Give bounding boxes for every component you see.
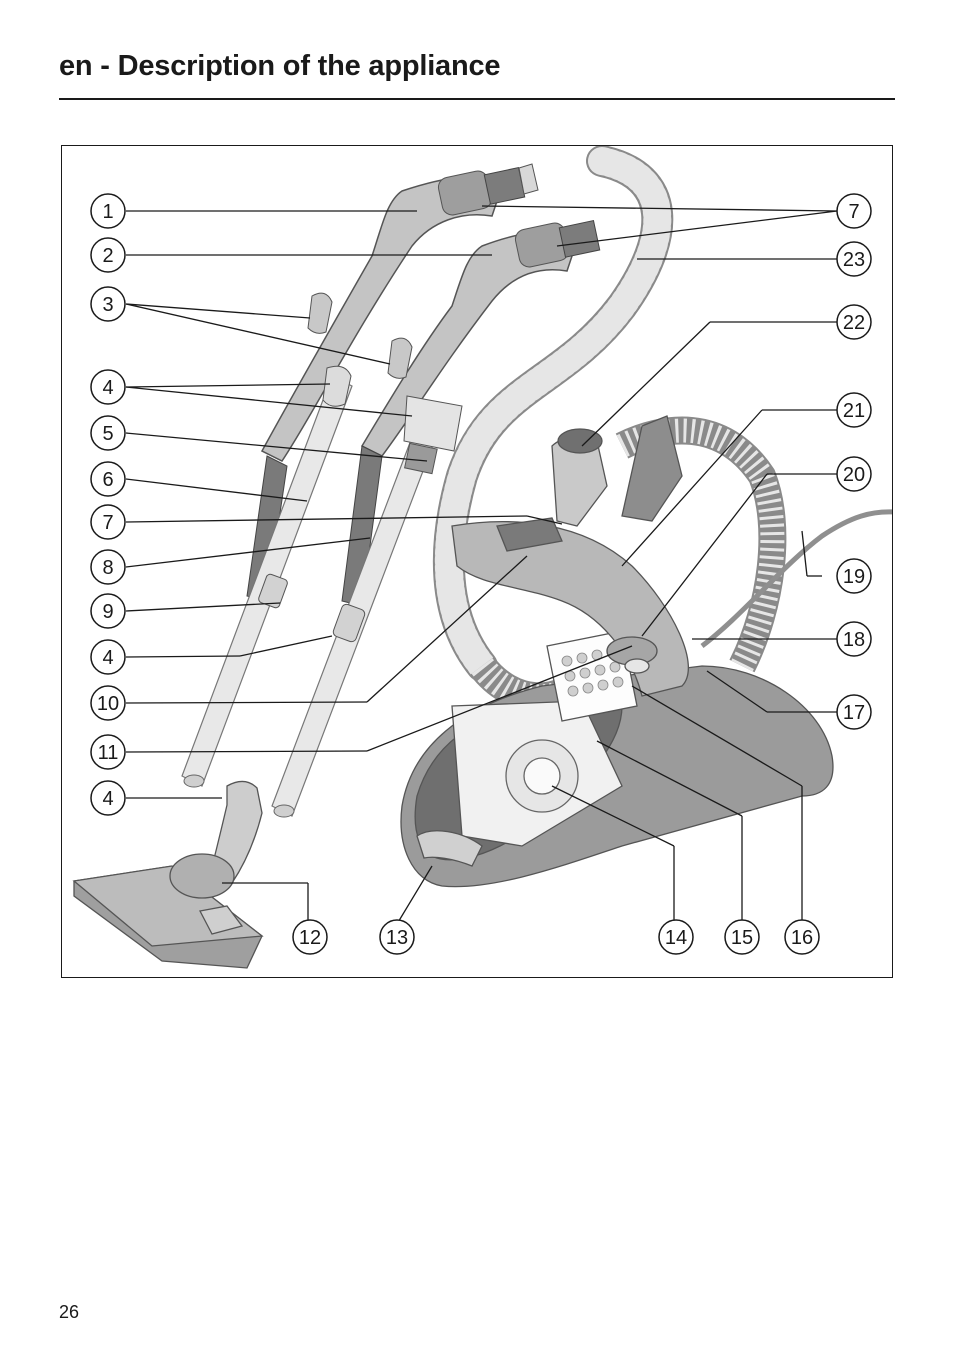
callout-17: 17	[836, 694, 872, 730]
callout-11: 11	[90, 734, 126, 770]
svg-text:5: 5	[102, 423, 113, 445]
svg-text:4: 4	[102, 377, 113, 399]
callout-21: 21	[836, 392, 872, 428]
svg-text:23: 23	[843, 249, 865, 271]
suction-hose-23	[432, 146, 674, 682]
leader-lines	[125, 205, 838, 925]
appliance-figure: 1 2 3 4 5 6 7	[61, 145, 893, 978]
svg-text:12: 12	[299, 927, 321, 949]
page-number: 26	[59, 1302, 80, 1322]
callout-20: 20	[836, 456, 872, 492]
callout-9: 9	[90, 593, 126, 629]
callouts: 1 2 3 4 5 6 7	[90, 193, 872, 955]
svg-text:19: 19	[843, 566, 865, 588]
callout-8: 8	[90, 549, 126, 585]
svg-text:14: 14	[665, 927, 687, 949]
svg-text:21: 21	[843, 400, 865, 422]
callout-18: 18	[836, 621, 872, 657]
svg-text:4: 4	[102, 647, 113, 669]
svg-text:7: 7	[848, 201, 859, 223]
appliance-illustration: 1 2 3 4 5 6 7	[72, 146, 892, 969]
svg-text:17: 17	[843, 702, 865, 724]
callout-16: 16	[784, 919, 820, 955]
callout-23: 23	[836, 241, 872, 277]
svg-text:22: 22	[843, 312, 865, 334]
svg-text:9: 9	[102, 601, 113, 623]
floor-tool-12	[72, 780, 264, 969]
svg-text:8: 8	[102, 557, 113, 579]
svg-text:6: 6	[102, 469, 113, 491]
page-title: en - Description of the appliance	[59, 50, 501, 82]
svg-text:7: 7	[102, 512, 113, 534]
svg-text:20: 20	[843, 464, 865, 486]
svg-text:2: 2	[102, 245, 113, 267]
svg-text:18: 18	[843, 629, 865, 651]
callout-7b: 7	[836, 193, 872, 229]
telescopic-tube-6	[181, 375, 353, 788]
callout-19: 19	[836, 558, 872, 594]
svg-text:15: 15	[731, 927, 753, 949]
callout-7a: 7	[90, 504, 126, 540]
callout-5: 5	[90, 415, 126, 451]
callout-2: 2	[90, 237, 126, 273]
telescopic-tube-8	[271, 410, 443, 818]
svg-text:11: 11	[98, 742, 119, 764]
callout-12: 12	[292, 919, 328, 955]
svg-text:10: 10	[97, 693, 119, 715]
callout-1: 1	[90, 193, 126, 229]
callout-10: 10	[90, 685, 126, 721]
callout-4b: 4	[90, 639, 126, 675]
callout-14: 14	[658, 919, 694, 955]
svg-text:3: 3	[102, 294, 113, 316]
callout-22: 22	[836, 304, 872, 340]
callout-15: 15	[724, 919, 760, 955]
clips	[307, 292, 463, 475]
svg-text:1: 1	[102, 201, 113, 223]
callout-4c: 4	[90, 780, 126, 816]
callout-6: 6	[90, 461, 126, 497]
svg-text:4: 4	[102, 788, 113, 810]
vacuum-body	[400, 415, 892, 888]
svg-text:16: 16	[791, 927, 813, 949]
title-divider	[59, 98, 895, 100]
callout-3: 3	[90, 286, 126, 322]
svg-text:13: 13	[386, 927, 408, 949]
callout-13: 13	[379, 919, 415, 955]
callout-4a: 4	[90, 369, 126, 405]
